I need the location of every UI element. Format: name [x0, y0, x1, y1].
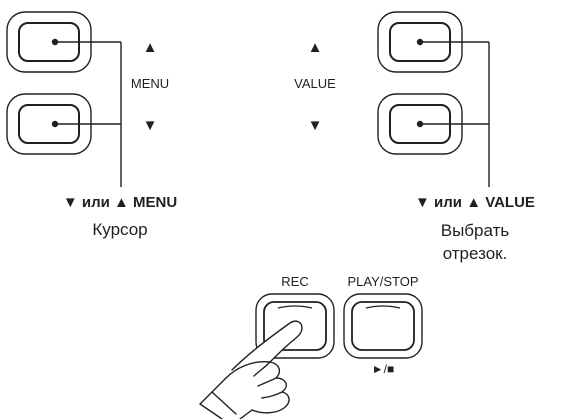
menu-down-arrow: ▼	[142, 117, 158, 134]
play-stop-label: PLAY/STOP	[347, 274, 419, 289]
menu-caption-text: Курсор	[92, 220, 148, 239]
rec-button[interactable]	[255, 293, 335, 359]
value-label: VALUE	[294, 76, 336, 91]
value-caption-text-line2: отрезок.	[442, 244, 508, 263]
rec-label: REC	[281, 274, 309, 289]
menu-connector-lines	[55, 41, 122, 187]
play-stop-button[interactable]	[343, 293, 423, 359]
play-stop-icon: ►/■	[371, 362, 395, 376]
value-caption-title: ▼ или ▲ VALUE	[415, 194, 535, 211]
value-caption-text-line1: Выбрать	[440, 221, 510, 240]
value-up-arrow: ▲	[307, 39, 323, 56]
menu-up-arrow: ▲	[142, 39, 158, 56]
pressing-hand-icon	[199, 320, 303, 419]
value-connector-lines	[420, 41, 490, 187]
value-down-arrow: ▼	[307, 117, 323, 134]
menu-caption-title: ▼ или ▲ MENU	[62, 194, 178, 211]
connector-dots	[51, 38, 424, 128]
menu-label: MENU	[130, 76, 170, 91]
